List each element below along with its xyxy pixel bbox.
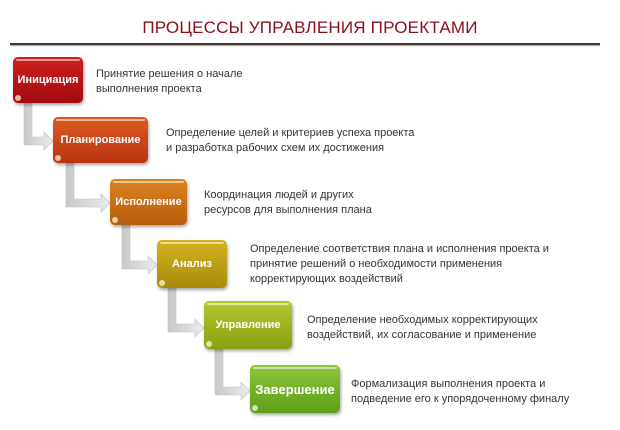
step-box-analysis: Анализ	[157, 240, 227, 288]
step-label: Управление	[215, 319, 281, 331]
step-box-control: Управление	[204, 301, 292, 349]
step-description-planning: Определение целей и критериев успеха про…	[166, 127, 415, 154]
arrow-icon	[121, 224, 158, 275]
arrow-icon	[23, 102, 54, 151]
step-description-analysis: Определение соответствия плана и исполне…	[250, 243, 549, 285]
diagram-title: ПРОЦЕССЫ УПРАВЛЕНИЯ ПРОЕКТАМИ	[142, 18, 478, 37]
step-label: Анализ	[172, 258, 212, 270]
step-box-closing: Завершение	[250, 365, 340, 413]
arrow-icon	[167, 287, 205, 338]
step-label: Инициация	[17, 74, 79, 86]
step-label: Планирование	[60, 134, 141, 146]
step-box-execution: Исполнение	[110, 179, 187, 225]
step-description-initiation: Принятие решения о начале выполнения про…	[96, 68, 243, 95]
step-label: Исполнение	[115, 196, 182, 208]
step-description-execution: Координация людей и других ресурсов для …	[204, 189, 372, 216]
step-label: Завершение	[255, 381, 335, 397]
arrow-icon	[65, 162, 111, 213]
step-box-initiation: Инициация	[13, 57, 83, 103]
title-underline	[10, 43, 600, 45]
step-description-closing: Формализация выполнения проекта и подвед…	[351, 378, 570, 405]
step-box-planning: Планирование	[53, 117, 148, 163]
arrow-icon	[214, 348, 251, 401]
step-description-control: Определение необходимых корректирующих в…	[307, 314, 538, 341]
